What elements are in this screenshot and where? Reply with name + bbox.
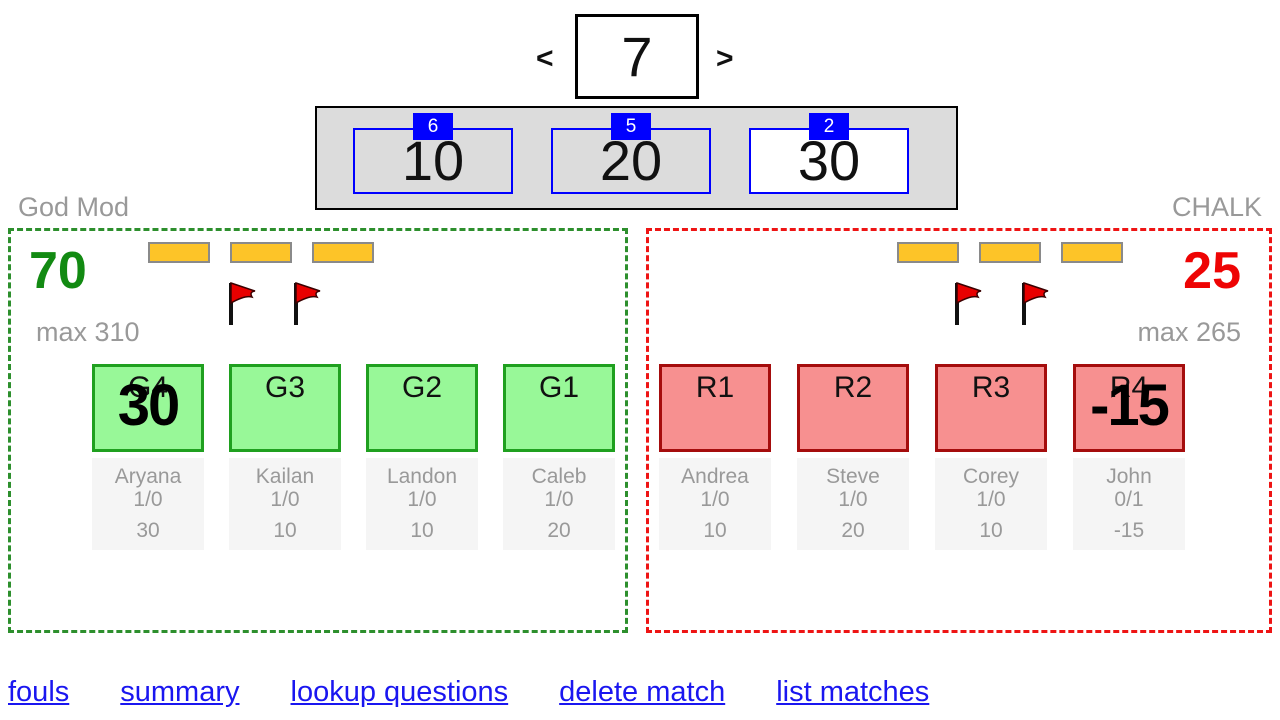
lookup-questions-link[interactable]: lookup questions: [290, 676, 509, 708]
team-score-left: 70: [29, 242, 87, 300]
team-panel-right: 25 max 265 R1 Andrea 1/0 10: [646, 228, 1272, 633]
foul-flag-icon[interactable]: [947, 279, 989, 327]
player-stats: Landon 1/0 10: [366, 458, 478, 550]
team-name-left: God Mod: [18, 192, 130, 222]
timeout-bar[interactable]: [979, 242, 1041, 263]
player-button-r4[interactable]: R4 -15: [1073, 364, 1185, 452]
player-button-r2[interactable]: R2: [797, 364, 909, 452]
player-cell: G1 Caleb 1/0 20: [503, 364, 615, 550]
delete-match-link[interactable]: delete match: [559, 676, 726, 708]
player-button-g4[interactable]: G4 30: [92, 364, 204, 452]
point-option-10[interactable]: 10: [353, 128, 513, 194]
player-stats: Caleb 1/0 20: [503, 458, 615, 550]
player-stats: John 0/1 -15: [1073, 458, 1185, 550]
player-stats: Aryana 1/0 30: [92, 458, 204, 550]
player-button-g2[interactable]: G2: [366, 364, 478, 452]
player-button-g1[interactable]: G1: [503, 364, 615, 452]
team-score-right: 25: [1183, 242, 1241, 300]
player-stats: Kailan 1/0 10: [229, 458, 341, 550]
team-name-right: CHALK: [1171, 192, 1262, 222]
count-badge-30: 2: [809, 113, 849, 140]
team-max-left: max 310: [36, 317, 140, 347]
question-next-button[interactable]: >: [716, 42, 734, 75]
player-button-r1[interactable]: R1: [659, 364, 771, 452]
timeout-bar[interactable]: [230, 242, 292, 263]
player-cell: G4 30 Aryana 1/0 30: [92, 364, 204, 550]
players-row-right: R1 Andrea 1/0 10 R2 Steve 1/0 20: [659, 364, 1185, 550]
timeout-bar[interactable]: [897, 242, 959, 263]
team-panel-left: 70 max 310 G4 30 Aryana 1/0 30: [8, 228, 628, 633]
player-stats: Andrea 1/0 10: [659, 458, 771, 550]
player-cell: R1 Andrea 1/0 10: [659, 364, 771, 550]
footer-links: fouls summary lookup questions delete ma…: [8, 676, 929, 709]
count-badge-20: 5: [611, 113, 651, 140]
team-max-right: max 265: [1137, 317, 1241, 347]
last-points-overlay: 30: [117, 373, 181, 438]
foul-flag-icon[interactable]: [286, 279, 328, 327]
player-stats: Corey 1/0 10: [935, 458, 1047, 550]
player-cell: R3 Corey 1/0 10: [935, 364, 1047, 550]
foul-flag-icon[interactable]: [221, 279, 263, 327]
player-button-g3[interactable]: G3: [229, 364, 341, 452]
question-prev-button[interactable]: <: [536, 42, 554, 75]
player-cell: R2 Steve 1/0 20: [797, 364, 909, 550]
player-button-r3[interactable]: R3: [935, 364, 1047, 452]
fouls-link[interactable]: fouls: [8, 676, 70, 708]
timeout-bar[interactable]: [148, 242, 210, 263]
players-row-left: G4 30 Aryana 1/0 30 G3 Kailan 1/0 10: [92, 364, 615, 550]
foul-flag-icon[interactable]: [1014, 279, 1056, 327]
count-badge-10: 6: [413, 113, 453, 140]
player-cell: G3 Kailan 1/0 10: [229, 364, 341, 550]
question-number: 7: [621, 25, 653, 88]
last-points-overlay: -15: [1090, 373, 1170, 438]
player-cell: R4 -15 John 0/1 -15: [1073, 364, 1185, 550]
summary-link[interactable]: summary: [120, 676, 240, 708]
timeout-bar[interactable]: [1061, 242, 1123, 263]
list-matches-link[interactable]: list matches: [776, 676, 930, 708]
player-stats: Steve 1/0 20: [797, 458, 909, 550]
points-panel: 6 5 2 10 20 30: [315, 106, 958, 210]
timeout-bar[interactable]: [312, 242, 374, 263]
player-cell: G2 Landon 1/0 10: [366, 364, 478, 550]
question-number-box[interactable]: 7: [575, 14, 699, 99]
